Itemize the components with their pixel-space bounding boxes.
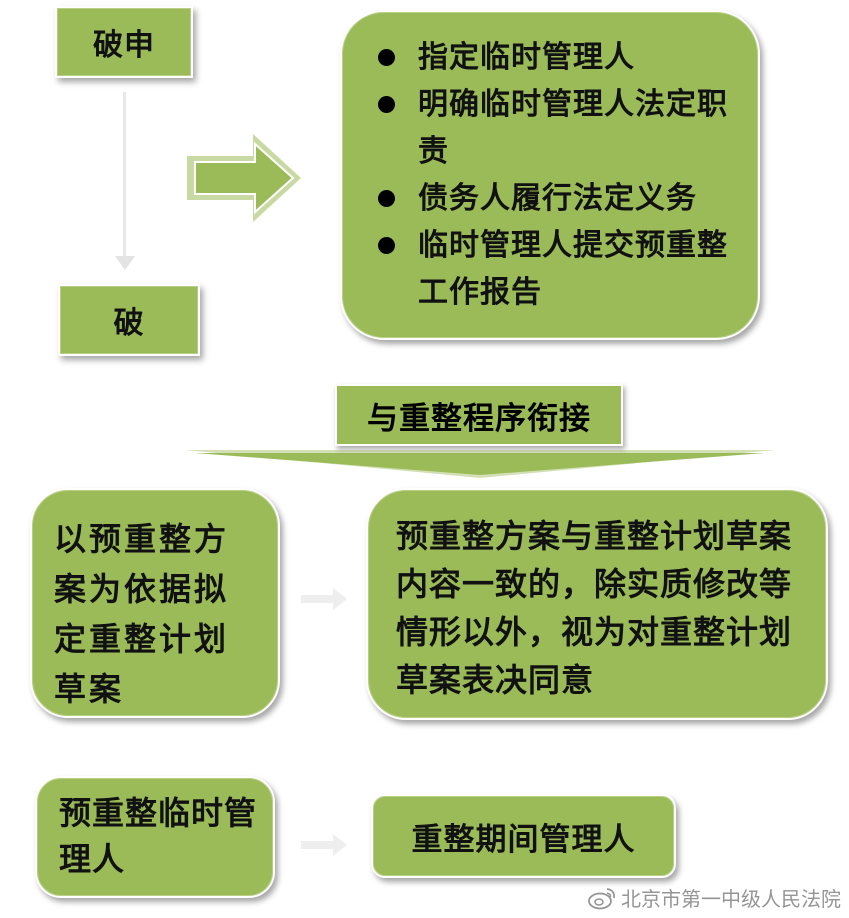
step-text: 指定临时管理人: [418, 40, 635, 75]
light-right-arrow-icon: [301, 834, 347, 856]
step-item: 债务人履行法定义务: [376, 175, 738, 222]
weibo-icon: [588, 887, 616, 909]
reorganization-manager-text: 重整期间管理人: [411, 821, 636, 858]
connection-banner: 与重整程序衔接: [335, 384, 623, 446]
plan-basis-text: 以预重整方案为依据拟定重整计划草案: [54, 520, 230, 708]
light-right-arrow-icon: [301, 588, 347, 610]
bullet-icon: [378, 96, 395, 113]
step-text: 明确临时管理人法定职责: [418, 87, 728, 169]
node-bankruptcy-application: 破申: [55, 6, 193, 78]
right-arrow-icon: [187, 134, 301, 222]
temporary-manager-box: 预重整临时管理人: [35, 776, 275, 898]
node-bankruptcy: 破: [58, 284, 200, 356]
step-text: 债务人履行法定义务: [418, 181, 697, 216]
step-item: 临时管理人提交预重整工作报告: [376, 222, 738, 316]
vertical-connector-line: [123, 92, 126, 260]
consistency-rule-text: 预重整方案与重整计划草案内容一致的，除实质修改等情形以外，视为对重整计划草案表决…: [396, 517, 793, 699]
step-text: 临时管理人提交预重整工作报告: [418, 228, 728, 310]
node-bankruptcy-label: 破: [113, 306, 145, 341]
pre-reorganization-steps-box: 指定临时管理人 明确临时管理人法定职责 债务人履行法定义务 临时管理人提交预重整…: [340, 10, 760, 340]
temporary-manager-text: 预重整临时管理人: [59, 794, 258, 878]
bullet-icon: [378, 237, 395, 254]
connection-banner-label: 与重整程序衔接: [367, 400, 591, 437]
step-item: 明确临时管理人法定职责: [376, 81, 738, 175]
vertical-connector-arrowhead-icon: [115, 256, 135, 270]
node-bankruptcy-application-label: 破申: [93, 28, 155, 63]
steps-list: 指定临时管理人 明确临时管理人法定职责 债务人履行法定义务 临时管理人提交预重整…: [376, 34, 738, 316]
wide-down-arrow-icon: [185, 450, 775, 478]
bullet-icon: [378, 49, 395, 66]
consistency-rule-box: 预重整方案与重整计划草案内容一致的，除实质修改等情形以外，视为对重整计划草案表决…: [366, 488, 828, 720]
watermark-text: 北京市第一中级人民法院: [621, 887, 841, 911]
plan-basis-box: 以预重整方案为依据拟定重整计划草案: [30, 488, 280, 718]
step-item: 指定临时管理人: [376, 34, 738, 81]
watermark: 北京市第一中级人民法院: [587, 883, 841, 912]
reorganization-manager-box: 重整期间管理人: [371, 794, 676, 878]
bullet-icon: [378, 190, 395, 207]
